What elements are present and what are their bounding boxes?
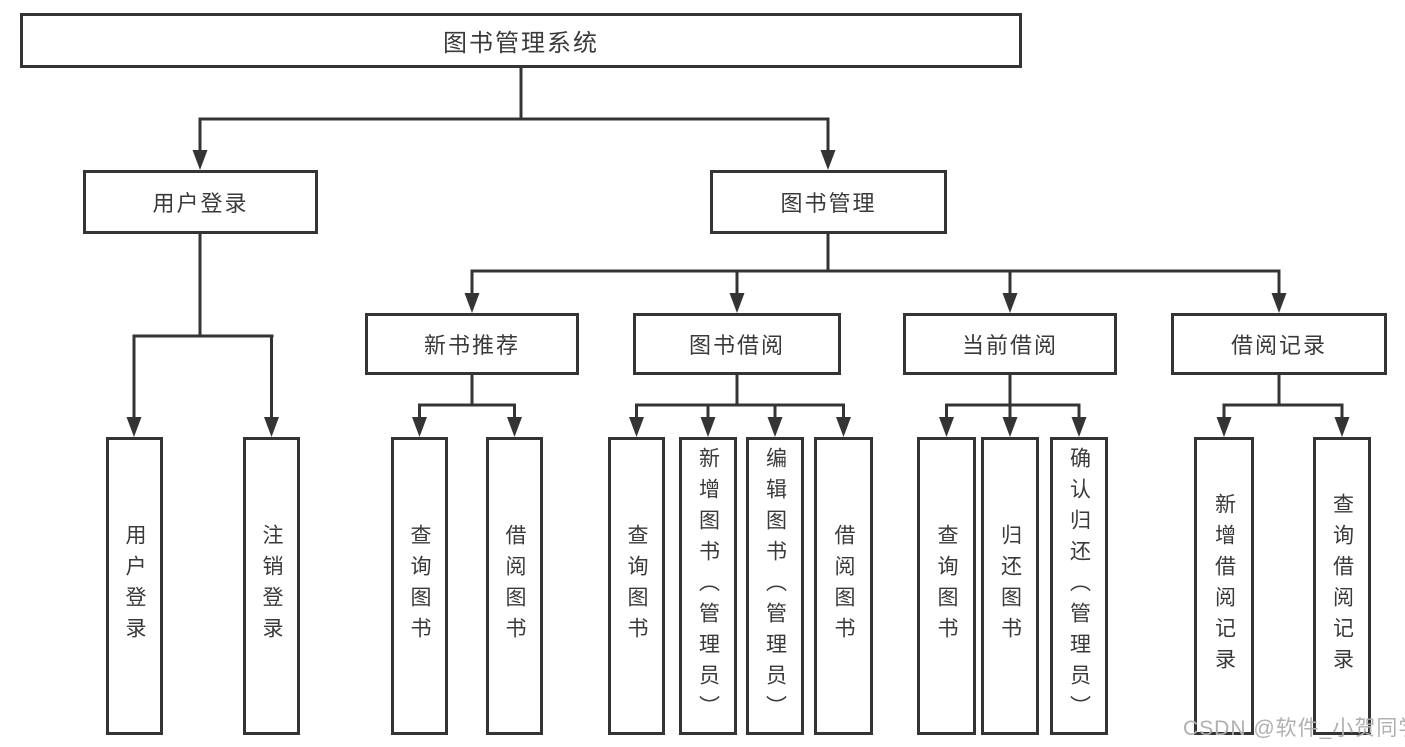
node-label: 用户登录 [123, 524, 146, 648]
node-label: 新增借阅记录 [1212, 493, 1236, 679]
node-leaf-edit-book-admin: 编辑图书（管理员） [746, 437, 804, 735]
arrowhead-icon [1002, 417, 1018, 437]
arrowhead-icon [464, 293, 480, 313]
node-label: 借阅图书 [832, 524, 855, 648]
node-leaf-add-borrow-record: 新增借阅记录 [1194, 437, 1254, 735]
node-leaf-query-book-recommend: 查询图书 [391, 437, 448, 735]
arrowhead-icon [1334, 417, 1350, 437]
node-label: 确认归还（管理员） [1067, 446, 1091, 726]
node-label: 新书推荐 [423, 333, 520, 358]
arrowhead-icon [507, 417, 522, 437]
node-book-borrowing: 图书借阅 [633, 313, 841, 375]
arrowhead-icon [1216, 417, 1232, 437]
node-leaf-user-login: 用户登录 [106, 437, 163, 735]
arrowhead-icon [767, 417, 783, 437]
arrowhead-icon [700, 417, 716, 437]
node-leaf-query-borrow-record: 查询借阅记录 [1313, 437, 1371, 735]
arrowhead-icon [264, 417, 279, 437]
node-leaf-return-book: 归还图书 [981, 437, 1039, 735]
node-label: 查询图书 [935, 524, 958, 648]
node-new-book-recommend: 新书推荐 [365, 313, 579, 375]
node-label: 当前借阅 [961, 333, 1058, 358]
arrowhead-icon [939, 417, 954, 437]
node-library-management-system: 图书管理系统 [20, 13, 1022, 68]
node-user-login: 用户登录 [83, 170, 318, 234]
node-leaf-logout: 注销登录 [243, 437, 300, 735]
node-label: 查询图书 [408, 524, 431, 648]
arrowhead-icon [836, 417, 851, 437]
node-book-management: 图书管理 [710, 170, 947, 234]
node-current-borrowing: 当前借阅 [903, 313, 1117, 375]
csdn-watermark: CSDN @软件_小贺同学 [1183, 717, 1405, 740]
node-label: 注销登录 [260, 524, 283, 648]
node-label: 编辑图书（管理员） [763, 446, 787, 726]
node-label: 借阅记录 [1230, 333, 1327, 358]
node-label: 图书借阅 [688, 333, 785, 358]
node-label: 图书管理系统 [443, 30, 599, 57]
node-leaf-confirm-return-admin: 确认归还（管理员） [1050, 437, 1108, 735]
arrowhead-icon [629, 417, 644, 437]
arrowhead-icon [1002, 293, 1018, 313]
node-leaf-borrow-book-recommend: 借阅图书 [486, 437, 543, 735]
node-leaf-query-book-borrowing: 查询图书 [608, 437, 665, 735]
node-label: 用户登录 [152, 191, 249, 216]
node-label: 归还图书 [998, 524, 1022, 648]
node-label: 查询图书 [625, 524, 648, 648]
arrowhead-icon [1071, 417, 1087, 437]
arrowhead-icon [412, 417, 427, 437]
node-label: 图书管理 [780, 191, 877, 216]
node-leaf-query-book-current: 查询图书 [917, 437, 976, 735]
arrowhead-icon [192, 150, 208, 170]
arrowhead-icon [729, 293, 745, 313]
node-label: 查询借阅记录 [1330, 493, 1354, 679]
arrowhead-icon [126, 417, 142, 437]
arrowhead-icon [1271, 293, 1287, 313]
node-leaf-add-book-admin: 新增图书（管理员） [679, 437, 737, 735]
node-leaf-borrow-book: 借阅图书 [814, 437, 873, 735]
arrowhead-icon [820, 150, 836, 170]
node-label: 新增图书（管理员） [696, 446, 720, 726]
node-label: 借阅图书 [503, 524, 526, 648]
node-borrowing-records: 借阅记录 [1171, 313, 1387, 375]
